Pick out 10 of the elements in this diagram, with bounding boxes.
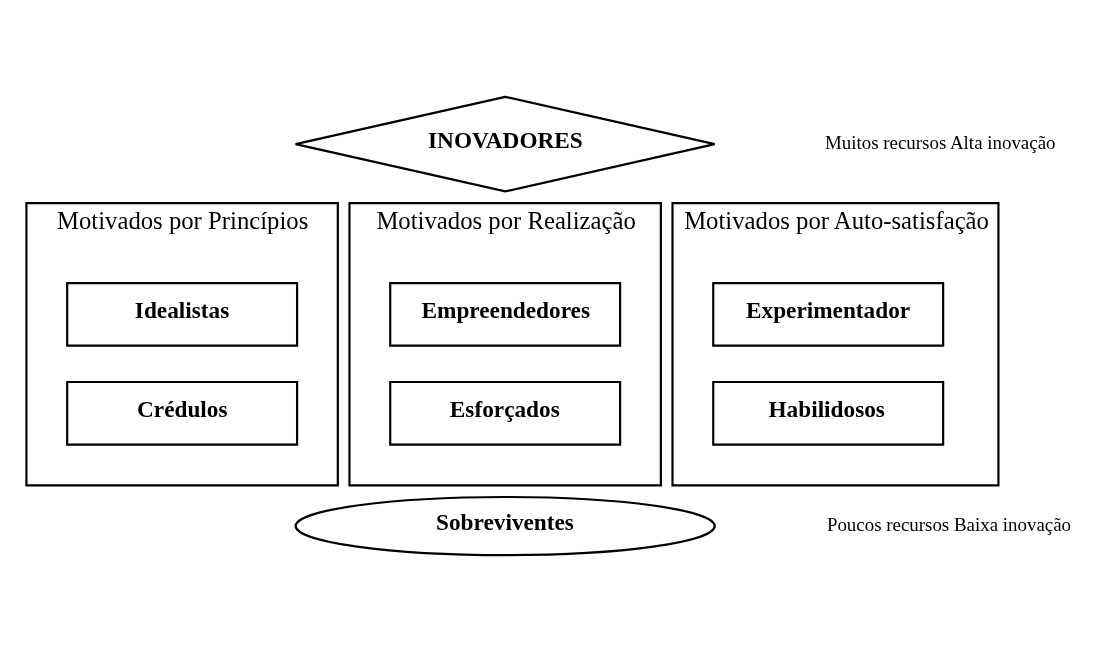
label: Poucos recursos Baixa inovação [826, 513, 1072, 535]
node-box: Habilidosos [712, 380, 945, 446]
node-box: Idealistas [66, 281, 299, 347]
node-box: Esforçados [389, 380, 622, 446]
node-ellipse: Sobreviventes [294, 495, 716, 556]
node-box: Empreendedores [389, 281, 622, 347]
label: Muitos recursos Alta inovação [824, 131, 1056, 153]
node-diamond: INOVADORES [294, 95, 716, 192]
node-box: Crédulos [66, 380, 299, 446]
node-box: Experimentador [712, 281, 945, 347]
